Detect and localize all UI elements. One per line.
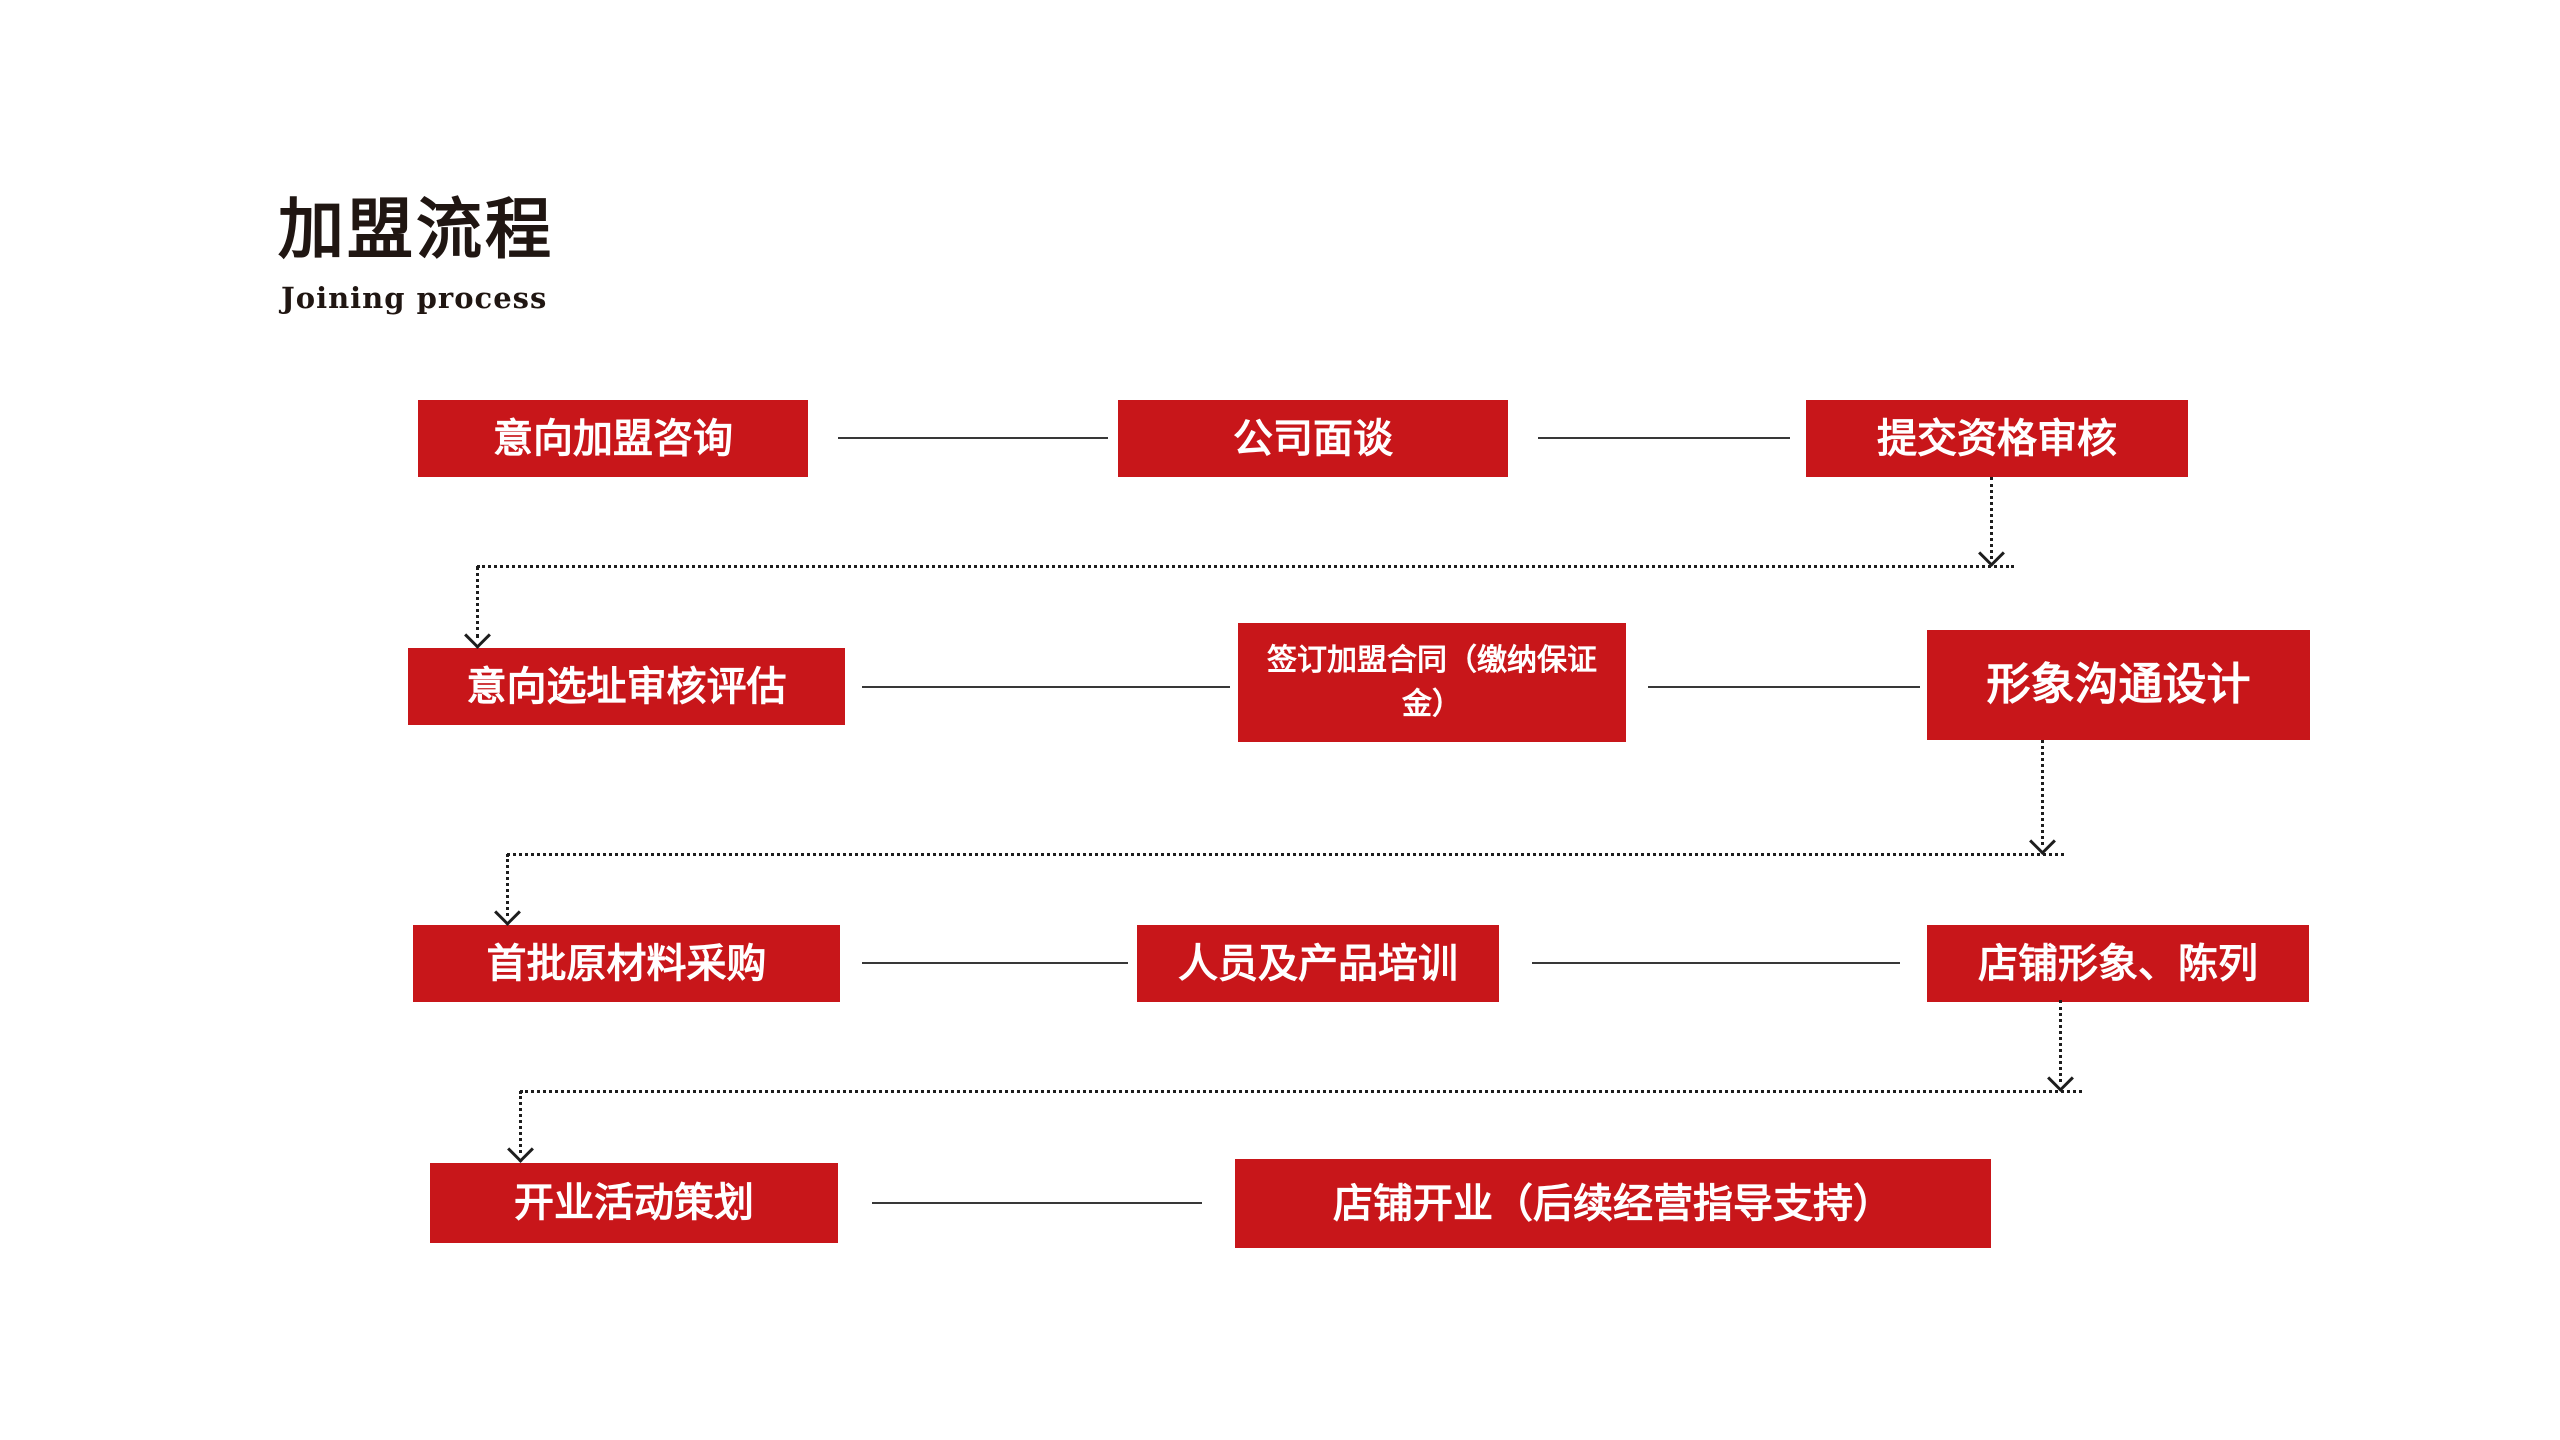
node-store-opening: 店铺开业（后续经营指导支持） xyxy=(1235,1159,1991,1248)
connector1-return xyxy=(477,565,2014,568)
node-materials: 首批原材料采购 xyxy=(413,925,840,1002)
node-interview: 公司面谈 xyxy=(1118,400,1508,477)
connector1-drop xyxy=(1990,477,1993,559)
arrow-down-icon xyxy=(507,1136,534,1163)
node-qualification: 提交资格审核 xyxy=(1806,400,2188,477)
line-contract-design xyxy=(1648,686,1920,688)
page-title: 加盟流程 xyxy=(278,190,554,268)
line-plan-opening xyxy=(872,1202,1202,1204)
line-consult-interview xyxy=(838,437,1108,439)
connector2-drop2 xyxy=(506,854,509,916)
connector1-drop2 xyxy=(476,566,479,638)
node-opening-plan: 开业活动策划 xyxy=(430,1163,838,1243)
connector3-drop xyxy=(2059,1000,2062,1082)
connector2-drop xyxy=(2041,740,2044,845)
arrow-down-icon xyxy=(2029,828,2056,855)
line-materials-training xyxy=(862,962,1128,964)
node-contract: 签订加盟合同（缴纳保证金） xyxy=(1238,623,1626,742)
arrow-down-icon xyxy=(464,622,491,649)
arrow-down-icon xyxy=(1978,540,2005,567)
connector3-return xyxy=(520,1090,2082,1093)
line-site-contract xyxy=(862,686,1230,688)
connector3-drop2 xyxy=(519,1091,522,1153)
node-image-design: 形象沟通设计 xyxy=(1927,630,2310,740)
node-display: 店铺形象、陈列 xyxy=(1927,925,2309,1002)
node-consult: 意向加盟咨询 xyxy=(418,400,808,477)
node-site-review: 意向选址审核评估 xyxy=(408,648,845,725)
line-training-display xyxy=(1532,962,1900,964)
connector2-return xyxy=(507,853,2064,856)
arrow-down-icon xyxy=(494,899,521,926)
line-interview-qualification xyxy=(1538,437,1790,439)
page-subtitle: Joining process xyxy=(281,281,548,315)
arrow-down-icon xyxy=(2047,1065,2074,1092)
node-training: 人员及产品培训 xyxy=(1137,925,1499,1002)
